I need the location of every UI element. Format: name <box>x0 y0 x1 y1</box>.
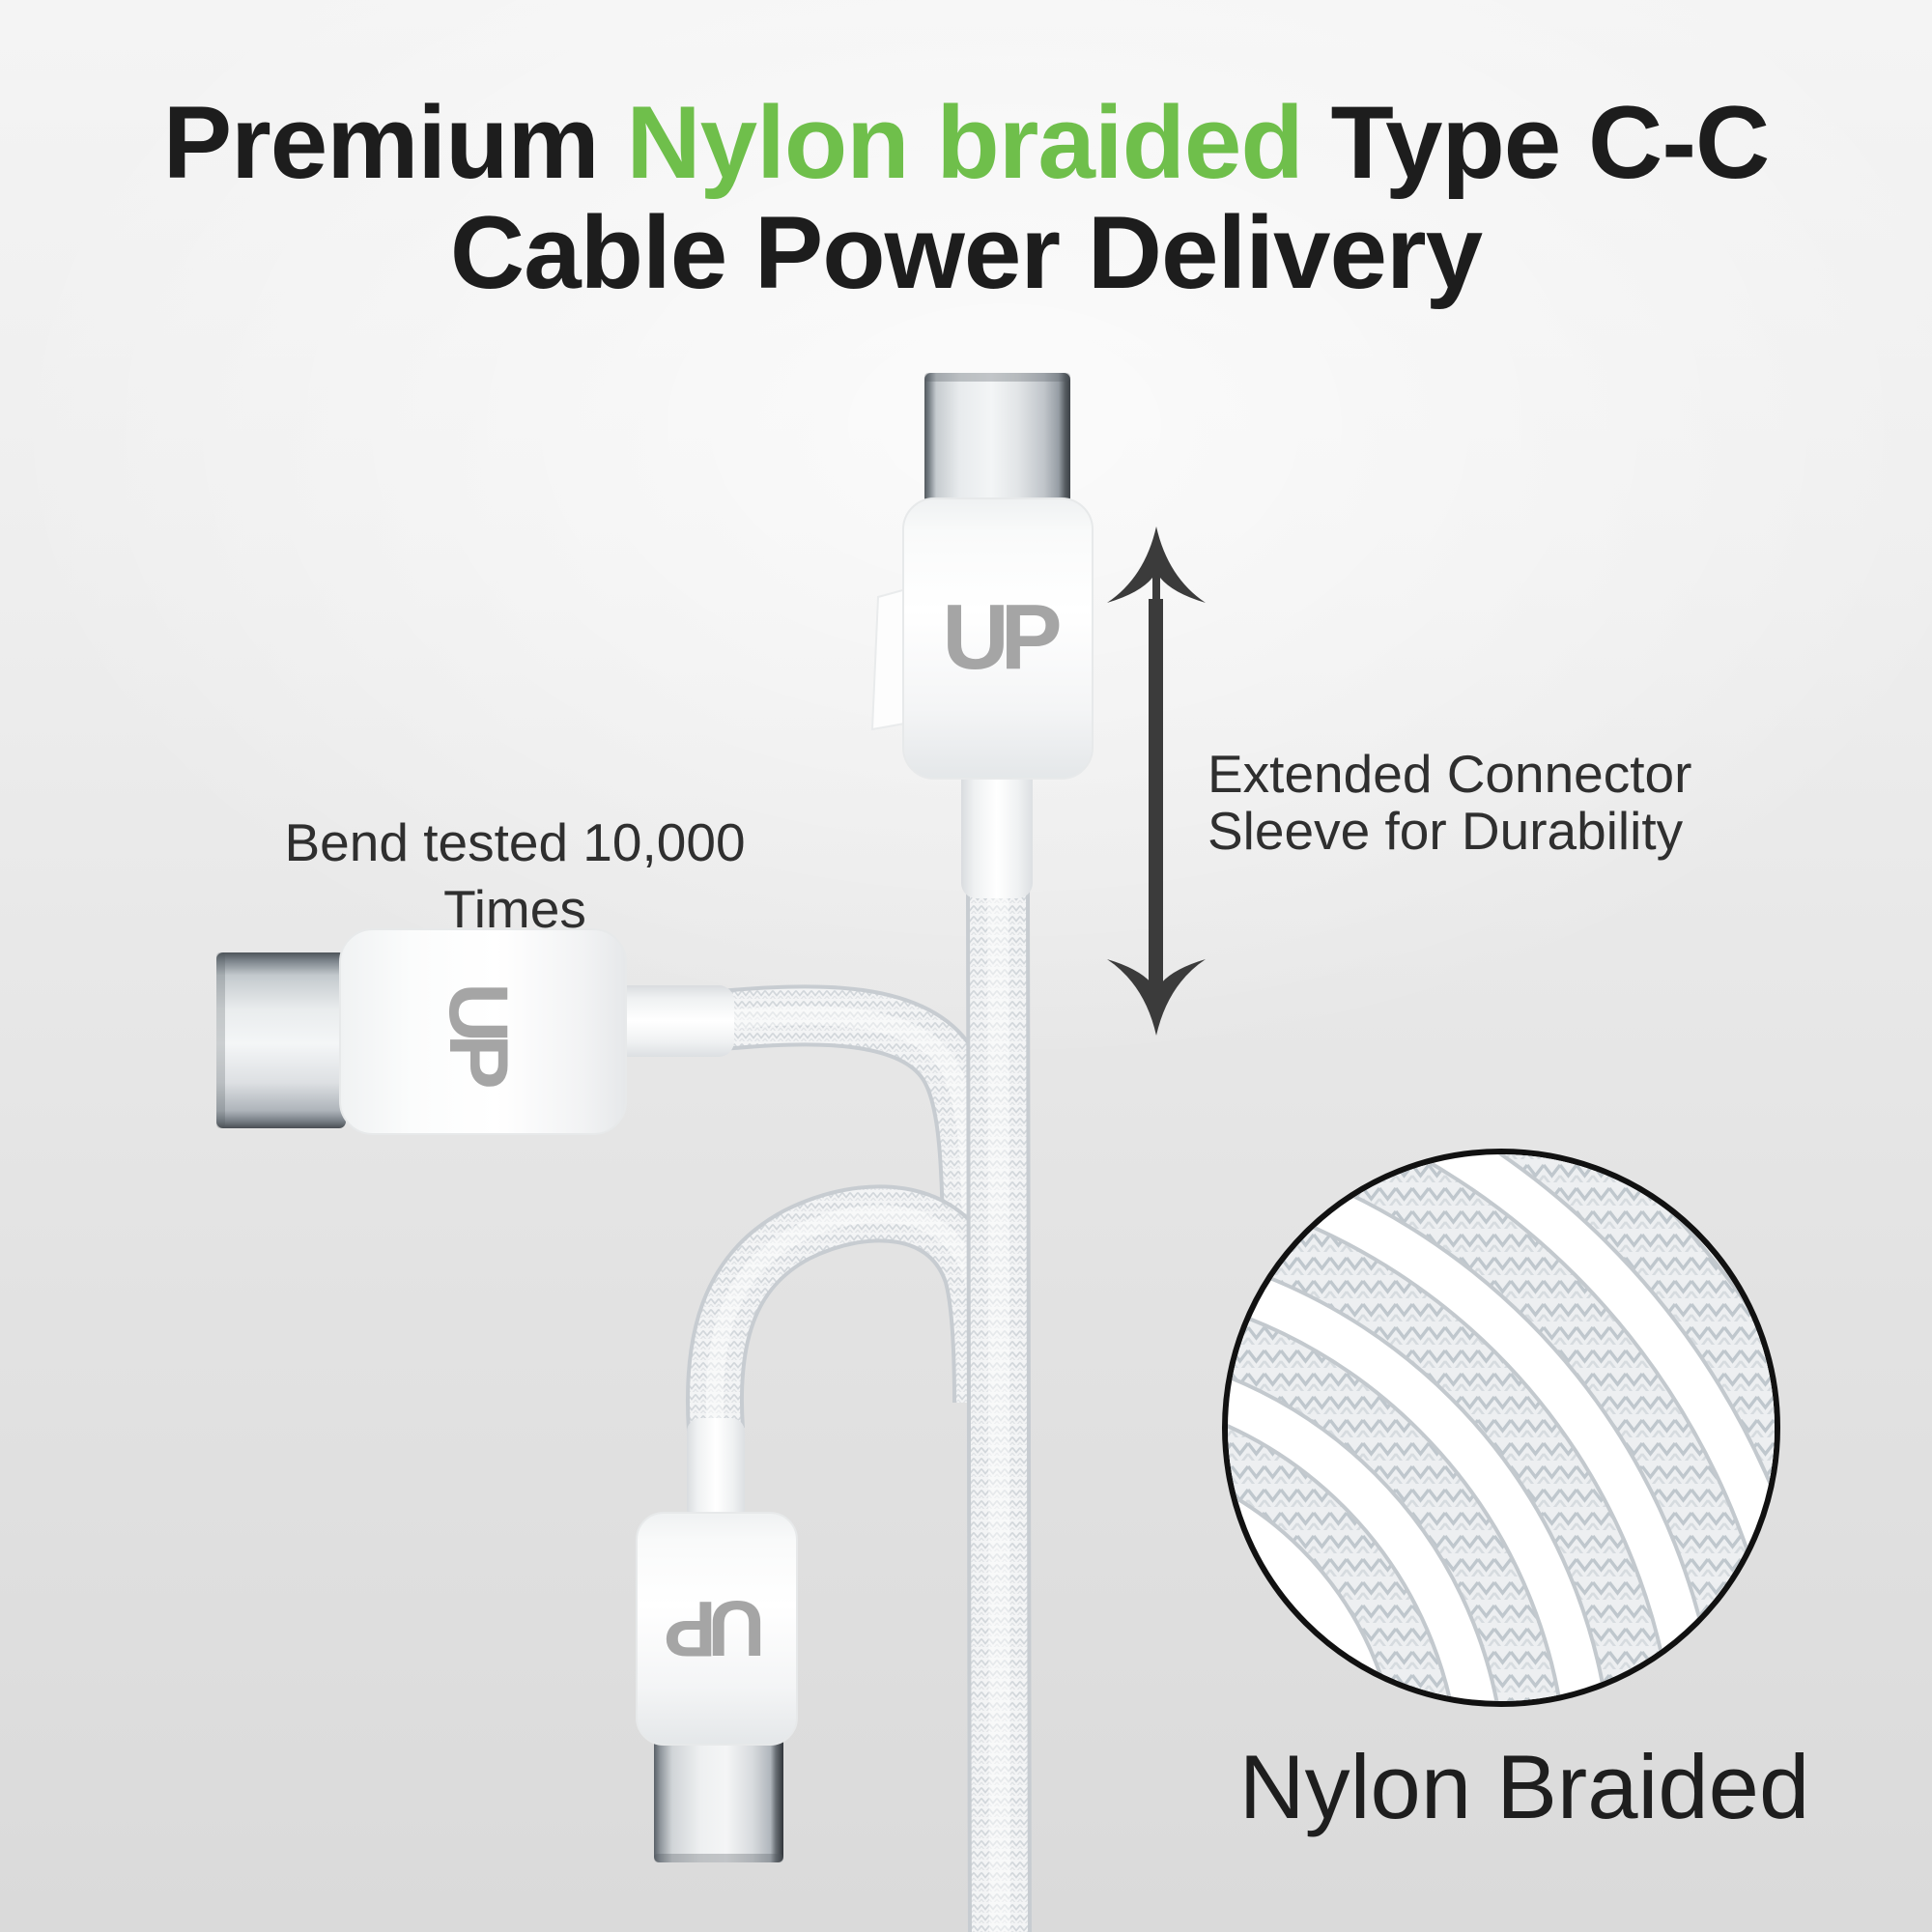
product-title: Premium Nylon braided Type C-C Cable Pow… <box>0 83 1932 311</box>
braid-zoom-inset <box>1222 1149 1780 1707</box>
connector-body <box>902 497 1094 780</box>
inset-caption: Nylon Braided <box>1238 1736 1810 1837</box>
usb-c-metal-tip <box>924 373 1070 504</box>
braided-cable-bottom <box>685 1184 1010 1432</box>
connector-body <box>339 928 627 1135</box>
sleeve-line1: Extended Connector <box>1208 744 1692 804</box>
title-line2: Cable Power Delivery <box>449 194 1483 311</box>
connector-neck <box>609 985 734 1057</box>
bend-test-line2: Times <box>443 878 586 939</box>
usb-c-metal-tip <box>216 952 346 1128</box>
connector-neck <box>961 763 1033 898</box>
title-text-2: Type C-C <box>1302 83 1771 200</box>
usb-c-connector-bottom: UP <box>636 1418 798 1862</box>
usb-c-metal-tip <box>654 1737 783 1862</box>
up-logo: UP <box>432 982 525 1087</box>
up-logo: UP <box>942 585 1059 689</box>
sleeve-line2: Sleeve for Durability <box>1208 800 1684 861</box>
double-arrow-icon <box>1107 526 1206 1036</box>
braided-cable-main <box>966 883 1032 1932</box>
bend-test-label: Bend tested 10,000 Times <box>177 810 853 943</box>
connector-neck <box>687 1418 745 1522</box>
title-highlight: Nylon braided <box>626 83 1303 200</box>
sleeve-label: Extended Connector Sleeve for Durability <box>1208 746 1691 860</box>
usb-c-connector-left: UP <box>216 928 734 1135</box>
up-logo: UP <box>667 1584 765 1672</box>
usb-c-connector-top: UP <box>870 373 1094 898</box>
title-text-1: Premium <box>162 83 627 200</box>
connector-body <box>636 1512 798 1746</box>
bend-test-line1: Bend tested 10,000 <box>284 812 746 872</box>
